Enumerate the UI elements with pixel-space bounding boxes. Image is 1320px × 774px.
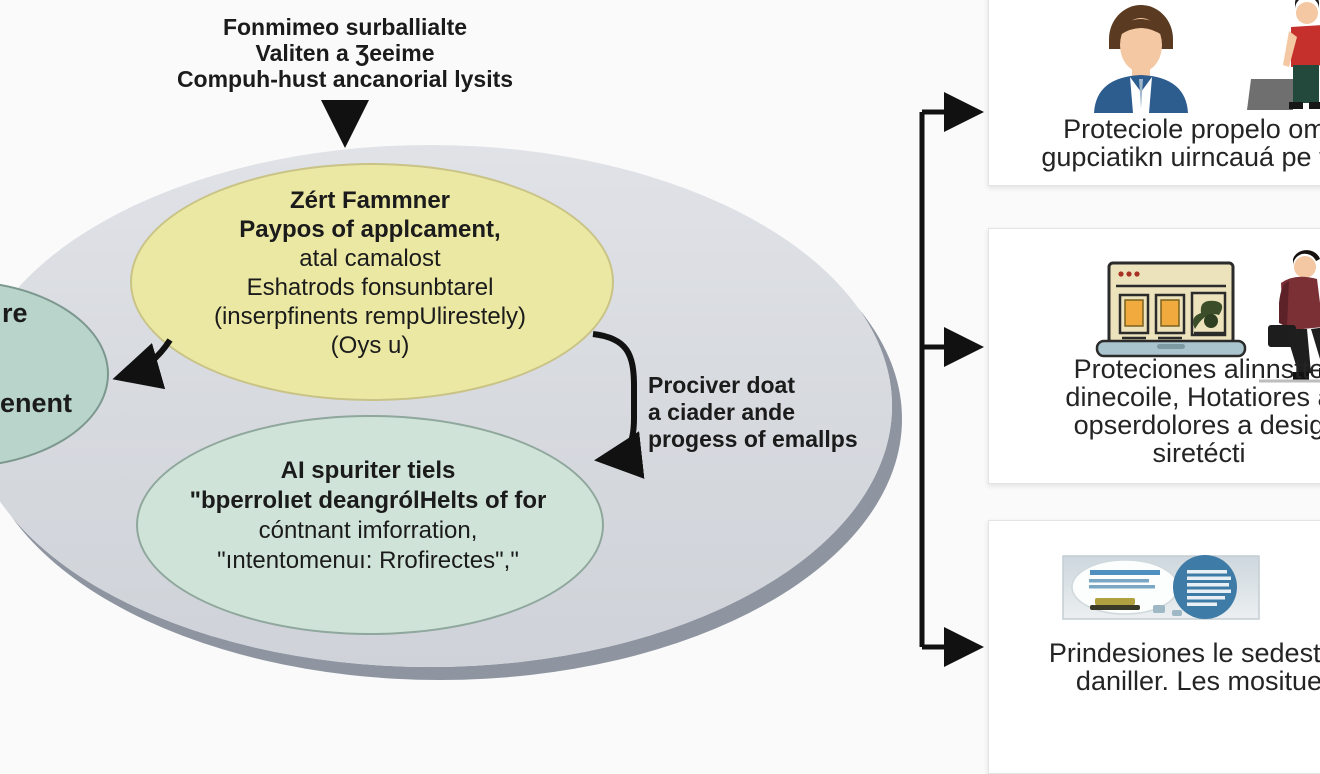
top-annotation-line: Fonmimeo surballialte [222, 14, 468, 40]
green-ellipse-text: AI spuriter tiels "bperrolıet deangrólHe… [136, 456, 600, 576]
card2-caption: Proteciones alinnstte dinecoile, Hotatio… [989, 355, 1320, 467]
laptop-browser-icon [1095, 261, 1247, 358]
green-line: "ıntentomenuı: Rrofirectes"," [217, 547, 519, 574]
card-protocol-people: Proteciole propelo omr gupciatikn uirnca… [988, 0, 1320, 186]
card3-illustration [1062, 555, 1260, 620]
walking-traveler-icon [1259, 250, 1320, 383]
standing-person-icon [1283, 0, 1320, 109]
card2-caption-line: siretécti [1152, 438, 1246, 468]
card1-caption: Proteciole propelo omr gupciatikn uirnca… [989, 115, 1320, 171]
card1-caption-line: gupciatikn uirncauá pe frin [1041, 142, 1320, 172]
card2-caption-line: Proteciones alinnstte [1073, 354, 1320, 384]
top-annotation: Fonmimeo surballialte Valiten a Ʒeeime C… [95, 14, 595, 92]
yellow-line: (Oys u) [330, 332, 410, 359]
yellow-ellipse-text: Zért Fammner Paypos of applcament, atal … [130, 186, 610, 360]
yellow-line: Paypos of applcament, [239, 216, 501, 243]
card2-caption-line: opserdolores a desig [1073, 410, 1320, 440]
flow-annotation-line: a ciader ande [648, 399, 796, 425]
yellow-line: (inserpfinents rempUlirestely) [213, 303, 527, 330]
business-person-icon [1094, 5, 1188, 113]
card1-caption-line: Proteciole propelo omr [1063, 114, 1320, 144]
infographic-banner-icon [1062, 555, 1260, 620]
flow-annotation: Prociver doat a ciader ande progess of e… [648, 372, 908, 453]
teal-ellipse-label: enent [0, 388, 73, 418]
card2-illustration [1095, 250, 1320, 383]
top-annotation-line: Compuh-hust ancanorial lysits [176, 66, 514, 92]
card3-caption: Prindesiones le sedestoc daniller. Les m… [989, 639, 1320, 695]
card-laptop-traveler: Proteciones alinnstte dinecoile, Hotatio… [988, 228, 1320, 484]
flow-annotation-line: progess of emallps [648, 426, 858, 452]
card3-caption-line: daniller. Les mositue [1075, 666, 1320, 696]
green-line: AI spuriter tiels [280, 457, 456, 484]
gray-box-icon [1247, 79, 1293, 110]
yellow-line: Zért Fammner [289, 187, 451, 214]
top-annotation-line: Valiten a Ʒeeime [255, 40, 435, 66]
teal-ellipse-label: re [2, 298, 28, 328]
yellow-line: Eshatrods fonsunbtarel [246, 274, 494, 301]
card-infographic: Prindesiones le sedestoc daniller. Les m… [988, 520, 1320, 774]
green-line: "bperrolıet deangrólHelts of for [189, 487, 547, 514]
card3-caption-line: Prindesiones le sedestoc [1048, 638, 1320, 668]
flow-annotation-line: Prociver doat [648, 372, 795, 398]
card1-illustration [1094, 0, 1320, 113]
yellow-ellipse [130, 163, 614, 401]
green-line: cóntnant imforration, [258, 517, 478, 544]
green-ellipse [136, 415, 604, 635]
yellow-line: atal camalost [299, 245, 441, 272]
card2-caption-line: dinecoile, Hotatiores a [1065, 382, 1320, 412]
